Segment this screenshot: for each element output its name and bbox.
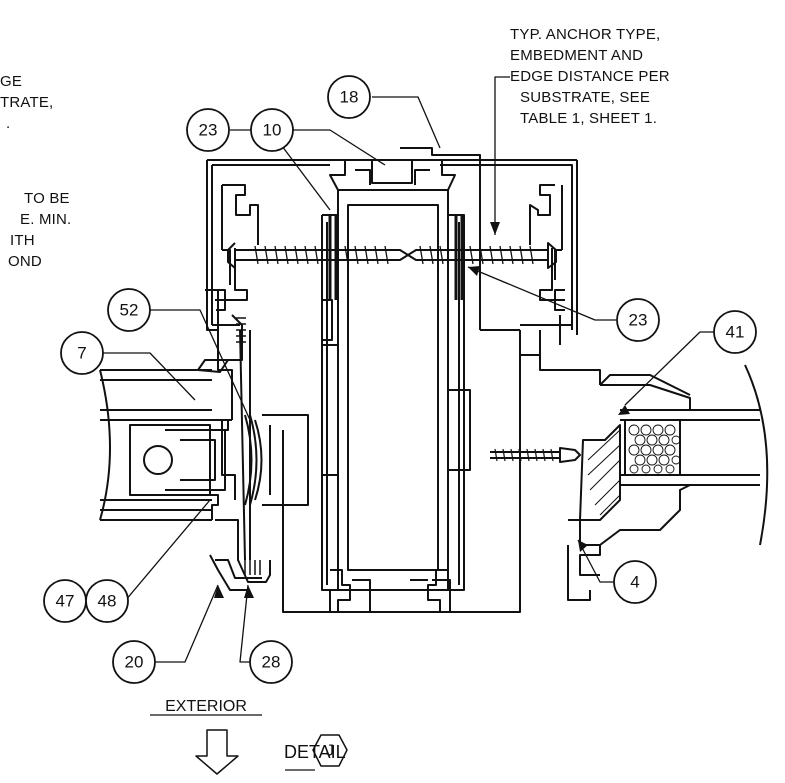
right-sash-bracket (599, 374, 760, 411)
tube-bottom-right-clip (410, 569, 451, 612)
setting-block-28 (244, 560, 261, 575)
callout-label-48: 48 (98, 592, 117, 611)
left-note-line: . (6, 115, 11, 132)
right-glazing-hatch (587, 429, 621, 516)
anchor-note-line: EMBEDMENT AND (510, 47, 644, 64)
detail-tag-letter: J (326, 743, 334, 760)
anchor-note-line: EDGE DISTANCE PER (510, 68, 670, 85)
left-bottom-hook (215, 559, 262, 579)
callout-circle-23-top (186, 108, 230, 152)
callout-label-23-top: 23 (199, 121, 218, 140)
callout-label-10: 10 (263, 121, 282, 140)
anchor-screw-left (234, 249, 409, 261)
leader-arrowheads (214, 222, 630, 598)
screw-threads (254, 245, 534, 265)
callout-circle-10 (250, 108, 294, 152)
right-frame-lower (519, 330, 601, 612)
frame-outline (206, 147, 521, 613)
callout-circle-52 (107, 288, 151, 332)
tube-bottom-left-clip (329, 569, 371, 612)
callout-circle-48 (85, 579, 129, 623)
callout-label-28: 28 (262, 653, 281, 672)
left-top-clip (215, 184, 259, 301)
right-sash-curve (744, 364, 769, 546)
left-sash-clip (195, 419, 229, 520)
desiccant-hatch (628, 424, 681, 474)
detail-tag-pentagon (312, 734, 348, 767)
callout-label-4: 4 (630, 573, 639, 592)
left-spring (236, 317, 246, 343)
anchor-note-line: TABLE 1, SHEET 1. (520, 110, 658, 127)
right-glass-lines (620, 409, 760, 486)
right-lower-clip (554, 289, 565, 345)
right-top-clip (529, 184, 565, 301)
right-lower-clip (567, 519, 591, 601)
glass-line-left (244, 414, 258, 506)
anchor-note: TYP. ANCHOR TYPE, EMBEDMENT AND EDGE DIS… (510, 24, 670, 129)
frame-right-outer (440, 159, 578, 335)
left-note-line: E. MIN. (20, 211, 72, 228)
left-sash-outline (100, 369, 212, 521)
callout-label-23-right: 23 (629, 311, 648, 330)
left-sash-roller (143, 445, 173, 475)
callout-circle-20 (112, 640, 156, 684)
center-tube-top-lip (355, 169, 430, 185)
left-note-top: GE TRATE, . (0, 71, 53, 134)
left-note-line: TRATE, (0, 94, 54, 111)
anchor-head-left (227, 242, 236, 269)
callout-label-20: 20 (125, 653, 144, 672)
callout-circle-23-right (616, 298, 660, 342)
spacer-block-52 (254, 414, 309, 506)
left-sash-vertical (99, 369, 111, 521)
left-pocket-clip-top (197, 314, 243, 373)
callout-label-7: 7 (77, 344, 86, 363)
callout-label-52: 52 (120, 301, 139, 320)
callout-circle-4 (613, 560, 657, 604)
callout-label-18: 18 (340, 88, 359, 107)
right-anchor-threads (494, 448, 554, 462)
callout-circle-28 (249, 640, 293, 684)
callout-circle-18 (327, 75, 371, 119)
left-pocket-lower (209, 519, 271, 591)
exterior-down-arrow (195, 729, 239, 775)
anchor-head-right (547, 242, 557, 269)
callout-label-47: 47 (56, 592, 75, 611)
anchor-note-line: SUBSTRATE, SEE (520, 89, 651, 106)
left-note-line: OND (8, 253, 42, 270)
gasket-23-left (328, 215, 338, 300)
callout-circle-41 (713, 310, 757, 354)
right-glazing-bead (579, 424, 621, 521)
right-anchor-screw (490, 447, 581, 463)
left-pocket-wall (217, 329, 251, 561)
anchor-screw-right (407, 249, 549, 261)
callout-circle-7 (60, 331, 104, 375)
tube-right-slot (447, 389, 471, 471)
left-note-bottom: TO BE E. MIN. ITH OND (8, 188, 71, 272)
detail-label: DETAIL (284, 742, 346, 762)
left-note-line: GE (0, 73, 23, 90)
left-note-line: TO BE (24, 190, 70, 207)
callout-label-41: 41 (726, 323, 745, 342)
exterior-label: EXTERIOR (165, 698, 247, 715)
frame-left-channel (211, 164, 330, 326)
tube-left-slot-lower (321, 299, 333, 341)
center-tube-top (329, 160, 456, 191)
right-spacer (624, 419, 681, 476)
left-note-line: ITH (10, 232, 35, 249)
anchor-note-line: TYP. ANCHOR TYPE, (510, 26, 661, 43)
tube-left-slot-top (321, 344, 339, 476)
gasket-23-right (454, 215, 464, 300)
